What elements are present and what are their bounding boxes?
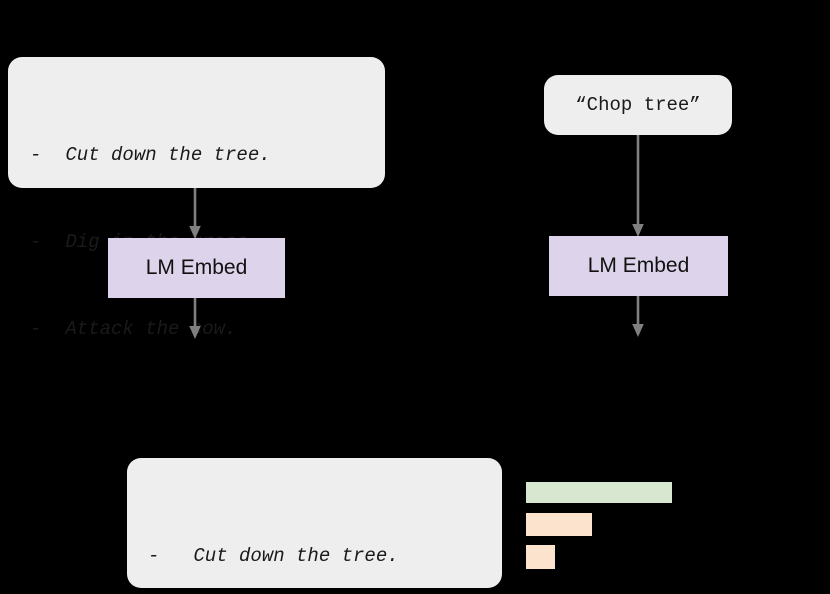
lm-embed-block-left: LM Embed [108, 238, 285, 298]
list-bullet: - [30, 318, 42, 340]
list-item-label: Attack the cow. [65, 318, 237, 340]
arrow-source-list-to-left-embed [189, 188, 201, 239]
arrow-right-embed-output [632, 296, 644, 337]
list-item: - Cut down the tree. [148, 542, 399, 571]
list-bullet: - [148, 545, 160, 567]
list-bullet: - [30, 144, 42, 166]
arrow-query-to-right-embed [632, 135, 644, 237]
similarity-bar [526, 513, 592, 536]
arrow-left-embed-output [189, 298, 201, 339]
result-skill-list-panel [127, 458, 502, 588]
query-panel [544, 75, 732, 135]
query-text: “Chop tree” [575, 94, 701, 116]
source-skill-list-panel [8, 57, 385, 188]
lm-embed-label: LM Embed [587, 254, 690, 277]
list-item-label: Cut down the tree. [193, 545, 399, 567]
list-bullet: - [30, 231, 42, 253]
lm-embed-block-right: LM Embed [549, 236, 728, 296]
lm-embed-label: LM Embed [145, 256, 248, 279]
list-item: - Attack the cow. [30, 315, 271, 344]
list-item: - Cut down the tree. [30, 141, 271, 170]
result-skill-list: - Cut down the tree. - Dig in the grass.… [148, 484, 399, 594]
list-item-label: Cut down the tree. [65, 144, 271, 166]
similarity-bar [526, 482, 672, 503]
similarity-bar [526, 545, 555, 569]
